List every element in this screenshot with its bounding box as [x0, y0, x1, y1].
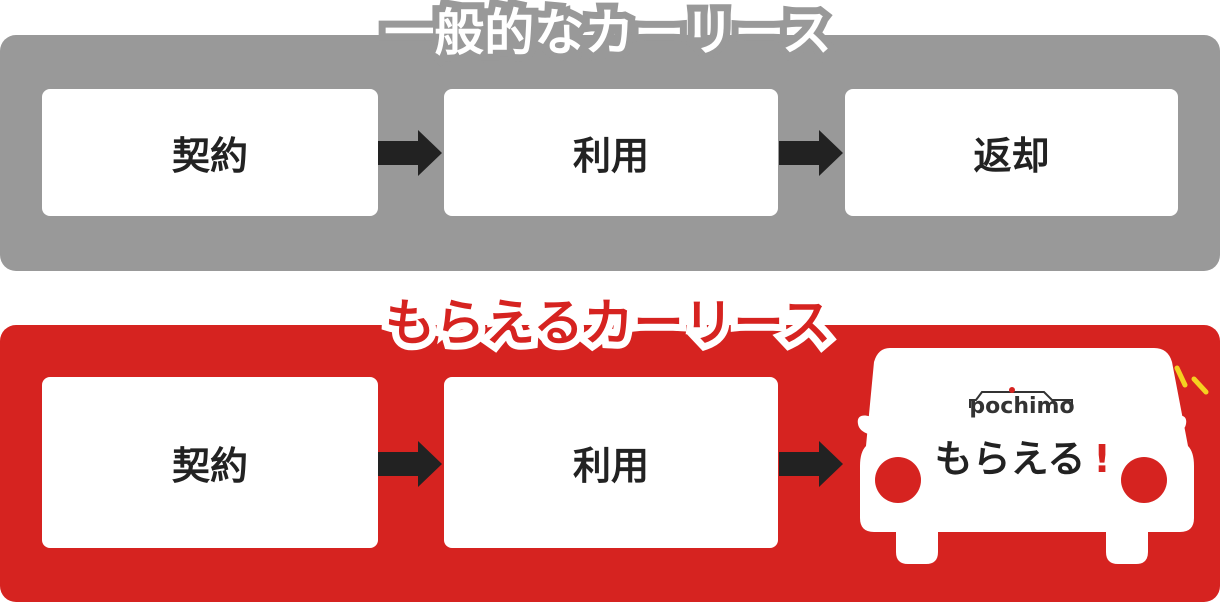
arrow-right-icon: [378, 130, 442, 176]
brand-logo: pochimo: [969, 394, 1074, 419]
general-step-return: 返却: [845, 89, 1178, 216]
car-exclaim-mark: !: [1093, 437, 1110, 481]
moraeru-lease-title: もらえるカーリース: [378, 291, 838, 355]
moraeru-step-contract: 契約: [42, 377, 378, 548]
general-step-use: 利用: [444, 89, 778, 216]
moraeru-step-use: 利用: [444, 377, 778, 548]
arrow-right-icon: [779, 130, 843, 176]
car-icon: pochimo もらえる !: [857, 348, 1209, 564]
arrow-right-icon: [378, 441, 442, 487]
general-lease-title: 一般的なカーリース: [377, 1, 838, 65]
car-moraeru-text: もらえる: [935, 437, 1086, 481]
arrow-right-icon: [779, 441, 843, 487]
general-step-contract: 契約: [42, 89, 378, 216]
